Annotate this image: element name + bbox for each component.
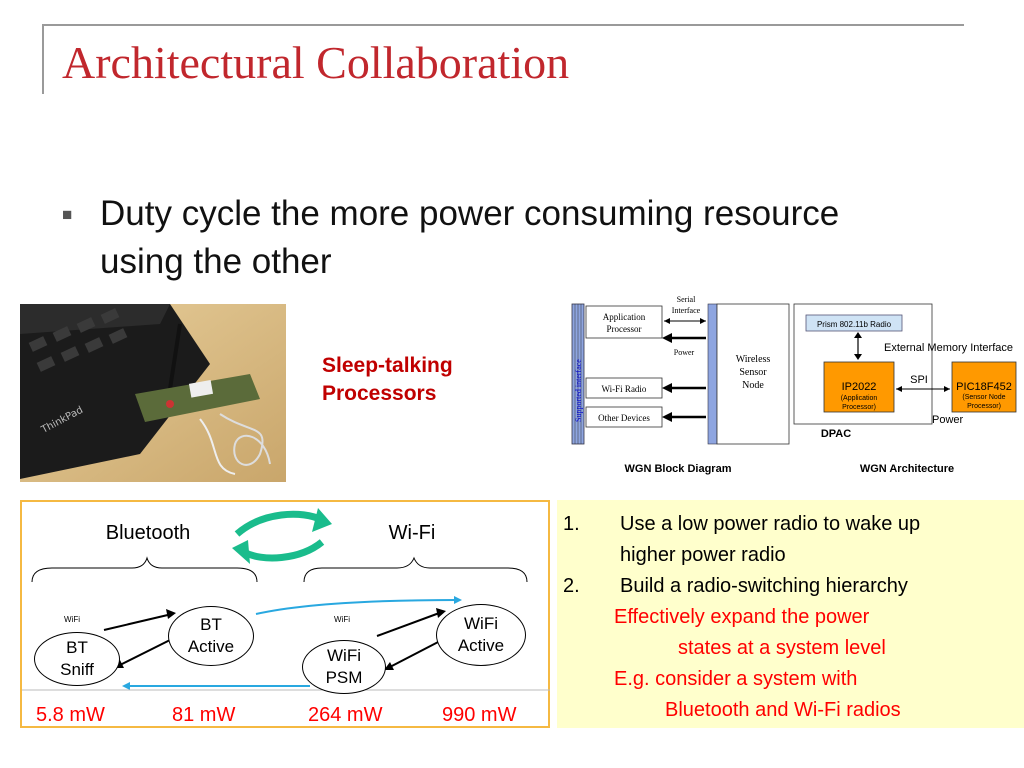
note2-number: 2. xyxy=(563,575,580,597)
bt-active-line2: Active xyxy=(187,637,235,656)
arch-power-label: Power xyxy=(932,414,964,426)
bluetooth-label: Bluetooth xyxy=(105,522,191,544)
bt-active-node: BT Active xyxy=(168,606,254,666)
power-wifi-active: 990 mW xyxy=(442,704,517,726)
wifi-active-node: WiFi Active xyxy=(436,604,526,666)
bt-sniff-line1: BT xyxy=(66,638,88,657)
wifi-psm-node: WiFi PSM xyxy=(302,640,386,694)
ip2022-sub2: Processor) xyxy=(842,404,876,411)
block-diagram-caption: WGN Block Diagram xyxy=(625,463,732,475)
wifi-active-line2: Active xyxy=(457,636,505,655)
app-proc-line2: Processor xyxy=(607,324,642,334)
bt-sniff-line2: Sniff xyxy=(60,660,94,679)
bt-active-line1: BT xyxy=(200,615,222,634)
prism-radio-box xyxy=(805,314,903,332)
spi-label: SPI xyxy=(910,374,928,386)
wifi-label: Wi-Fi xyxy=(388,522,436,544)
note2-line: Build a radio-switching hierarchy xyxy=(620,575,908,597)
radio-hierarchy-panel: Bluetooth Wi-Fi WiFi WiFi BT Sniff BT Ac… xyxy=(20,500,550,728)
sensor-node-line1: Wireless xyxy=(736,354,771,365)
wifi-active-line1: WiFi xyxy=(464,614,498,633)
note1-line1: Use a low power radio to wake up xyxy=(620,513,921,535)
pic-sub2: Processor) xyxy=(967,403,1001,410)
application-processor-box xyxy=(585,305,663,339)
bt-sniff-node: BT Sniff xyxy=(34,632,120,686)
block-power-label: Power xyxy=(674,348,695,357)
prism-radio-label: Prism 802.11b Radio xyxy=(817,320,892,329)
wifi-brace xyxy=(303,556,528,583)
title-frame-left-line xyxy=(42,24,44,94)
sensor-node-line2: Sensor xyxy=(739,367,767,378)
pic18f452-box xyxy=(951,361,1017,413)
note1-line2: higher power radio xyxy=(620,544,786,566)
supported-interface-label: Supported interface xyxy=(574,359,583,422)
wgn-diagrams: Supported interface Application Processo… xyxy=(560,292,1024,482)
sleep-talking-label: Sleep-talking Processors xyxy=(322,354,453,405)
title-frame-top-line xyxy=(42,24,964,26)
ip2022-label: IP2022 xyxy=(842,381,877,393)
note1-number: 1. xyxy=(563,513,580,535)
app-proc-line1: Application xyxy=(603,312,646,322)
note-sub-line4: Bluetooth and Wi-Fi radios xyxy=(665,699,901,721)
wifi-psm-line1: WiFi xyxy=(327,646,361,665)
ip2022-box xyxy=(823,361,895,413)
slide-title: Architectural Collaboration xyxy=(62,37,570,88)
wifi-radio-label: Wi-Fi Radio xyxy=(602,384,647,394)
wifi-psm-line2: PSM xyxy=(325,668,363,687)
other-devices-label: Other Devices xyxy=(598,413,650,423)
note-sub-line2: states at a system level xyxy=(678,637,886,659)
sensor-node-line3: Node xyxy=(742,380,764,391)
power-bt-active: 81 mW xyxy=(172,704,236,726)
bullet-text: Duty cycle the more power consuming reso… xyxy=(100,194,840,281)
bullet-square-icon: ■ xyxy=(62,205,73,224)
pic-sub1: (Sensor Node xyxy=(962,394,1005,401)
architecture-caption: WGN Architecture xyxy=(860,463,954,475)
ext-mem-label: External Memory Interface xyxy=(884,342,1013,354)
serial-line1: Serial xyxy=(677,295,696,304)
wifi-small-label-2: WiFi xyxy=(334,615,350,624)
pic-label: PIC18F452 xyxy=(956,381,1012,393)
serial-line2: Interface xyxy=(672,306,701,315)
power-bt-sniff: 5.8 mW xyxy=(36,704,105,726)
note-sub-line1: Effectively expand the power xyxy=(614,606,870,628)
power-wifi-psm: 264 mW xyxy=(308,704,383,726)
laptop-photo: ThinkPad xyxy=(20,304,286,482)
notes-panel: 1. Use a low power radio to wake up high… xyxy=(557,500,1024,728)
wireless-sensor-node-box xyxy=(716,303,790,445)
dpac-label: DPAC xyxy=(821,428,851,440)
note-sub-line3: E.g. consider a system with xyxy=(614,668,858,690)
wifi-small-label-1: WiFi xyxy=(64,615,80,624)
ip2022-sub1: (Application xyxy=(841,395,878,402)
bluetooth-brace xyxy=(31,556,258,583)
